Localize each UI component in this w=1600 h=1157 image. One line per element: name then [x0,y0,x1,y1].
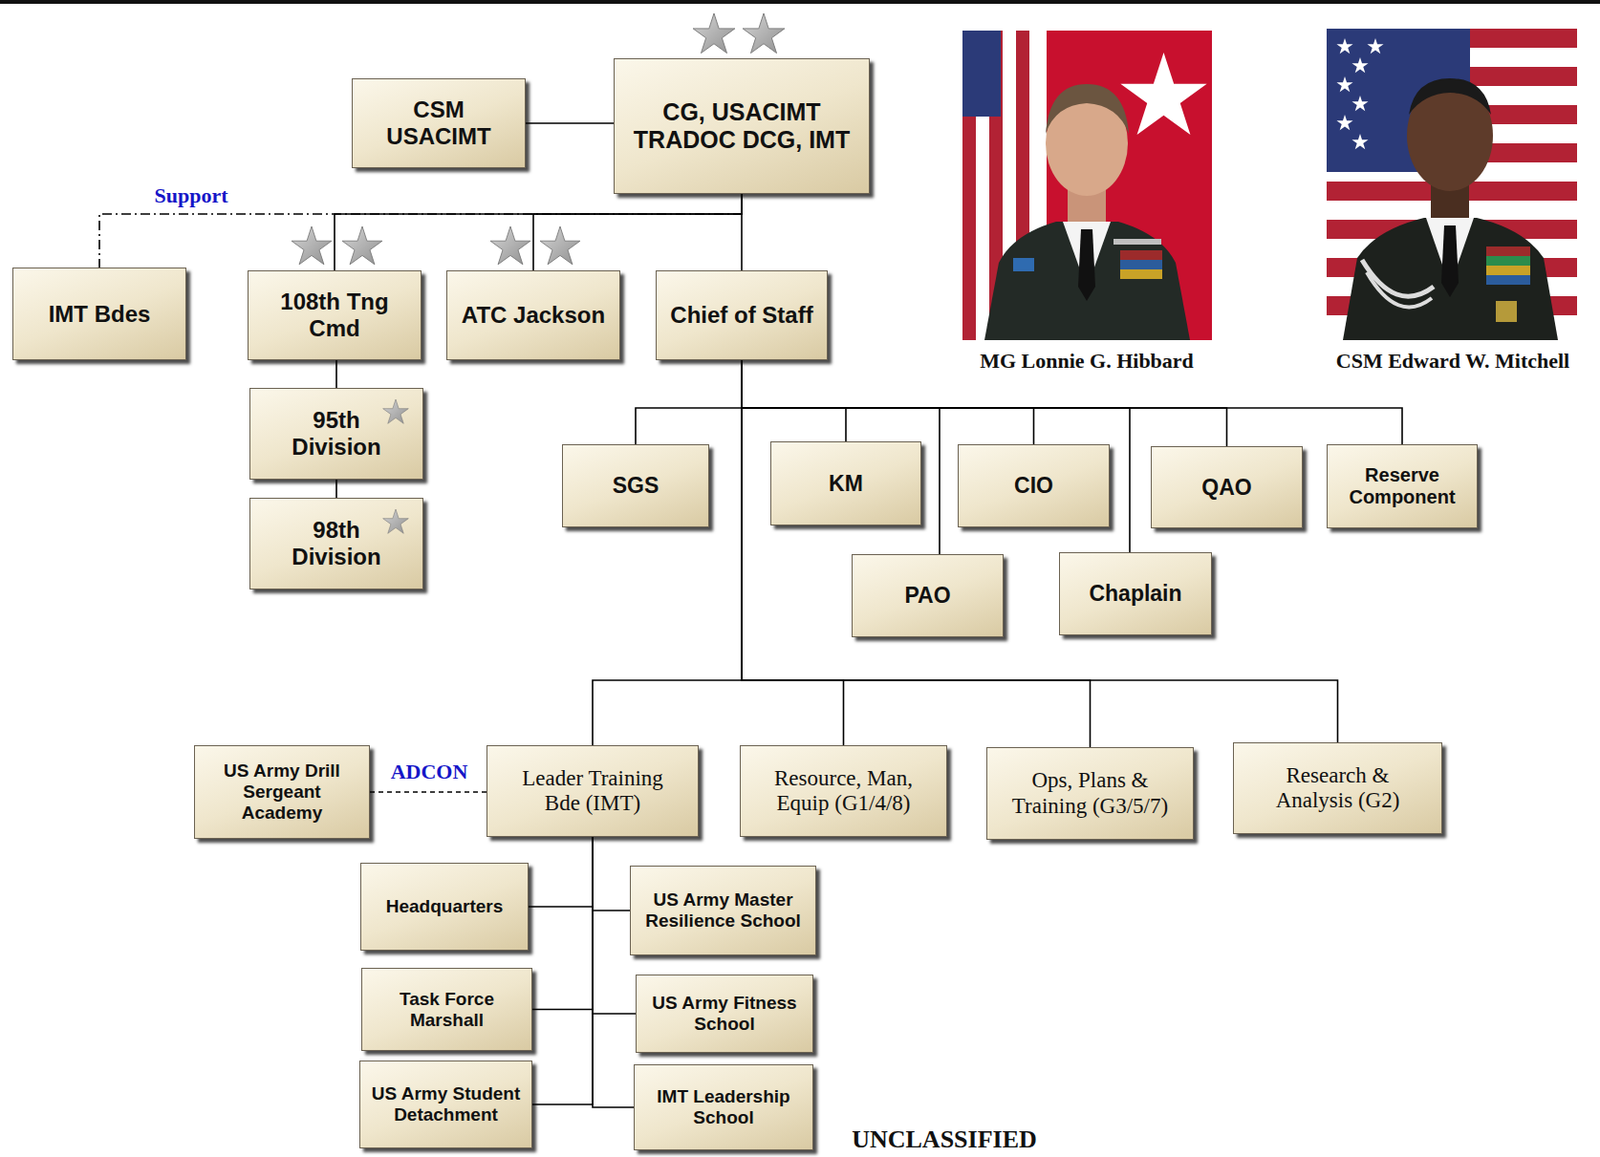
connector-line [335,479,338,498]
connector-line [741,360,1130,553]
connector-line [532,837,593,1011]
caption-text: CSM Edward W. Mitchell [1336,350,1570,372]
rank-stars [383,399,410,534]
connector-line [592,837,630,911]
connector-line [525,122,614,125]
edge-label-holder: Support [153,183,228,209]
org-box: IMT Leadership School [633,1064,814,1151]
box-text: CSM USACIMT [360,96,518,150]
edge-label: Support [153,183,228,209]
connector-line [335,360,338,389]
connector-line [741,360,844,746]
connector-line [741,360,1035,445]
connector-line [741,360,1339,743]
label-holder: UNCLASSIFIED [851,1127,1038,1153]
org-box: Headquarters [360,863,529,952]
box-text: Ops, Plans & Training (G3/5/7) [1011,768,1169,820]
box-text: Headquarters [386,896,504,918]
org-box: 95th Division [249,388,424,480]
box-text: KM [828,471,864,497]
box-text: Leader Training Bde (IMT) [514,766,672,818]
org-box: CIO [957,444,1110,528]
connector-line [592,837,634,1108]
org-box: CSM USACIMT [351,78,526,169]
box-text: CIO [1014,473,1054,498]
connector-line [741,360,1228,447]
box-text: Chaplain [1088,581,1182,606]
connector-line [533,194,742,271]
box-text: Resource, Man, Equip (G1/4/8) [764,766,923,818]
edge-label: ADCON [390,759,469,785]
box-text: 108th Tng Cmd [278,288,391,342]
org-box: Leader Training Bde (IMT) [486,745,699,838]
org-box: ATC Jackson [446,270,621,361]
box-text: SGS [612,473,660,498]
box-text: CG, USACIMT TRADOC DCG, IMT [622,98,862,154]
box-text: 98th Division [279,517,394,570]
box-text: US Army Fitness School [644,993,805,1036]
portrait-photo [1326,28,1578,341]
connector-line [635,360,742,445]
org-box: Chaplain [1059,552,1212,636]
label-holder: MG Lonnie G. Hibbard [979,350,1194,372]
org-box: IMT Bdes [12,267,187,361]
org-box: KM [770,441,922,526]
connector-line [741,360,1403,445]
box-text: US Army Student Detachment [367,1083,524,1126]
org-box: US Army Drill Sergeant Academy [194,745,370,840]
box-text: 95th Division [279,407,394,460]
org-box: Task Force Marshall [361,968,533,1052]
connector-line [592,360,742,746]
box-text: Reserve Component [1335,464,1470,509]
connector-line [369,791,487,794]
org-box: CG, USACIMT TRADOC DCG, IMT [613,58,870,195]
box-text: PAO [904,583,951,608]
connector-line [740,194,743,271]
org-box: Chief of Staff [655,270,828,361]
org-box: US Army Student Detachment [359,1060,533,1149]
label-holder: CSM Edward W. Mitchell [1336,350,1570,372]
connector-line [741,360,1091,748]
box-text: QAO [1201,475,1252,500]
connector-line [741,360,846,442]
caption-text: MG Lonnie G. Hibbard [979,350,1194,372]
org-box: Resource, Man, Equip (G1/4/8) [739,745,948,838]
org-box: US Army Fitness School [635,974,814,1054]
org-box: PAO [851,554,1004,638]
org-box: SGS [562,444,710,528]
org-box: 108th Tng Cmd [247,270,422,361]
box-text: IMT Leadership School [642,1086,805,1129]
org-box: Ops, Plans & Training (G3/5/7) [986,747,1194,841]
connector-line [528,837,593,908]
box-text: Chief of Staff [670,302,813,329]
org-box: Research & Analysis (G2) [1232,742,1443,835]
box-text: Research & Analysis (G2) [1258,763,1417,815]
box-text: IMT Bdes [48,301,152,328]
box-text: ATC Jackson [461,302,606,329]
connector-line [741,360,940,555]
caption-text: UNCLASSIFIED [851,1127,1038,1153]
org-box: US Army Master Resilience School [629,865,817,956]
box-text: US Army Drill Sergeant Academy [202,760,362,824]
top-rule [0,0,1600,4]
box-text: US Army Master Resilience School [638,889,808,932]
connector-line [334,194,742,271]
connector-line [532,837,593,1105]
box-text: Task Force Marshall [369,989,524,1032]
org-box: QAO [1150,446,1303,529]
org-box: 98th Division [249,497,424,590]
edge-label-holder: ADCON [390,759,469,785]
org-box: Reserve Component [1326,444,1478,529]
portrait-photo [962,30,1212,341]
